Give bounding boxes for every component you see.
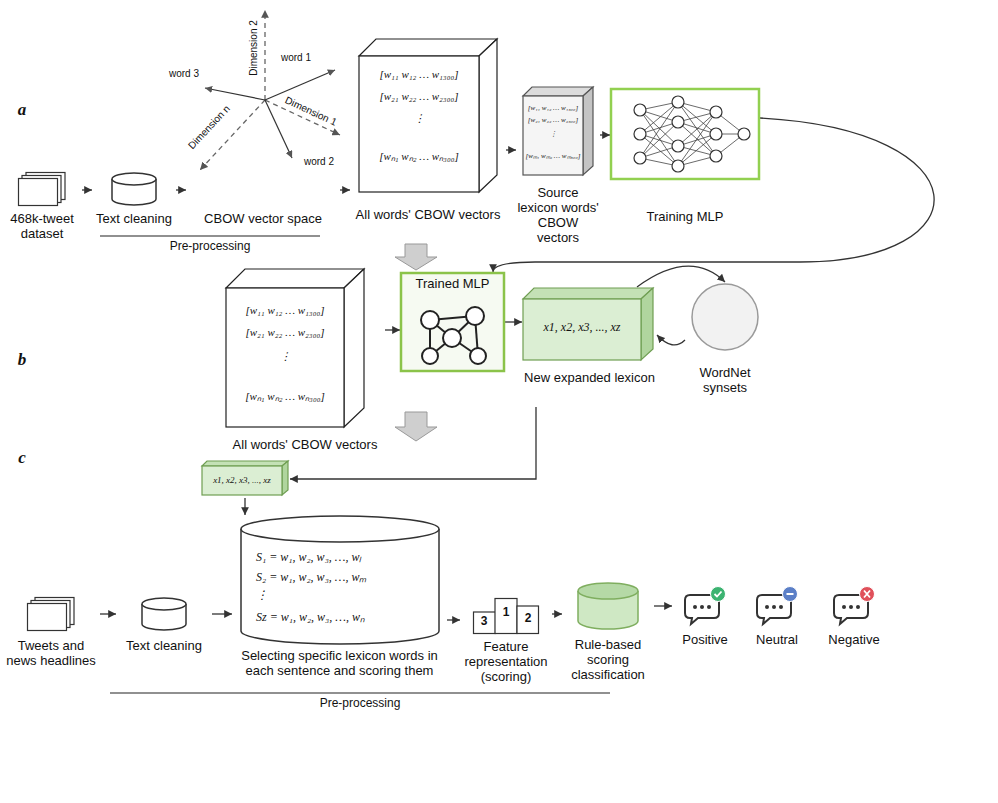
- flow-arrow: [447, 619, 460, 620]
- gcyl-icon: [577, 582, 639, 630]
- cube-node: [w₁₁ w₁₂ … w₁₃₀₀] [w₂₁ w₂₂ … w₂₃₀₀] ⋮ [wₘ₁ …: [516, 86, 600, 256]
- podium-node: 312Feature representation (scoring): [460, 590, 552, 687]
- node-caption: Tweets and news headlines: [2, 639, 100, 669]
- node-caption: Text cleaning: [116, 639, 212, 654]
- node-caption: 1: [495, 606, 517, 620]
- node-caption: Training MLP: [610, 210, 760, 225]
- flow-arrow: [82, 189, 92, 190]
- cyl-node: Text cleaning: [116, 597, 212, 657]
- axis-label: Dimension 1: [283, 94, 338, 127]
- node-caption: Trained MLP: [400, 277, 505, 292]
- gcube-node: x1, x2, x3, ..., xz New expanded lexicon: [522, 287, 657, 407]
- cube-node: [w₁₁ w₁₂ … w₁₃₀₀] [w₂₁ w₂₂ … w₂₃₀₀] ⋮ [wₙ₁ …: [225, 268, 385, 468]
- flow-arrow: [244, 498, 245, 515]
- doc-node: 468k-tweet dataset: [2, 172, 82, 244]
- gcube-node: x1, x2, x3, ..., xz: [200, 460, 290, 498]
- formula-text: x1, x2, x3, ..., xz: [201, 475, 283, 485]
- flow-arrow: [637, 266, 725, 287]
- bub-node: Neutral: [744, 585, 810, 655]
- axis-label: word 3: [169, 68, 199, 79]
- node-caption: Positive: [672, 633, 738, 648]
- formula-text: ⋮: [522, 130, 584, 138]
- flow-arrow: [506, 149, 516, 150]
- panel-letter: c: [18, 449, 26, 468]
- flow-arrow: [657, 335, 685, 345]
- bigcyl-node: S₁ = w₁, w₂, w₃, …, wₗ S₂ = w₁, w₂, w₃, ……: [232, 515, 447, 690]
- node-caption: 2: [517, 612, 539, 626]
- cube-icon: [358, 38, 498, 193]
- node-caption: All words' CBOW vectors: [225, 438, 385, 453]
- stage-label: Pre-processing: [170, 240, 251, 253]
- doc-icon: [27, 597, 75, 631]
- bub-icon: [833, 585, 875, 625]
- node-caption: Feature representation (scoring): [460, 640, 552, 685]
- formula-text: [w₁₁ w₁₂ … w₁₃₀₀]: [225, 304, 345, 317]
- cyl-icon: [141, 597, 187, 631]
- formula-text: S₁ = w₁, w₂, w₃, …, wₗ: [256, 551, 440, 565]
- node-caption: CBOW vector space: [186, 212, 340, 227]
- doc-icon: [18, 172, 66, 206]
- flow-arrow: [600, 134, 610, 135]
- flow-arrow: [340, 189, 350, 190]
- bub-icon: [756, 585, 798, 625]
- cyl-node: Text cleaning: [92, 172, 176, 232]
- gcyl-node: Rule-based scoring classification: [562, 580, 654, 685]
- stage-label: Pre-processing: [320, 697, 401, 710]
- axis-label: Dimension n: [186, 103, 232, 151]
- node-caption: 468k-tweet dataset: [2, 212, 82, 242]
- bub-node: Positive: [672, 585, 738, 655]
- mlpB-node: Trained MLP: [400, 272, 505, 372]
- formula-text: [w₁₁ w₁₂ … w₁₃₀₀]: [522, 104, 584, 112]
- bub-icon: [684, 585, 726, 625]
- formula-text: [w₁₁ w₁₂ … w₁₃₀₀]: [358, 68, 480, 81]
- cyl-icon: [111, 172, 157, 206]
- axis-label: word 2: [304, 156, 334, 167]
- vector-space-axes: [200, 10, 340, 170]
- node-caption: 3: [473, 615, 495, 629]
- formula-text: ⋮: [358, 112, 480, 125]
- mlpA-icon: [610, 88, 760, 180]
- formula-text: [wₘ₁ wₘ₂ … wₘ₃₀₀]: [522, 152, 584, 160]
- flow-arrow: [505, 321, 522, 322]
- flow-arrow: [654, 605, 672, 606]
- node-caption: Text cleaning: [92, 212, 176, 227]
- axis-label: Dimension 2: [248, 20, 259, 76]
- node-caption: New expanded lexicon: [522, 371, 657, 386]
- axis-label: word 1: [281, 52, 311, 63]
- panel-letter: a: [18, 101, 27, 120]
- node-caption: All words' CBOW vectors: [350, 208, 506, 223]
- circ-icon: [690, 282, 760, 352]
- formula-text: [wₙ₁ wₙ₂ … wₙ₃₀₀]: [358, 150, 480, 163]
- node-caption: Rule-based scoring classification: [562, 638, 654, 683]
- node-caption: Source lexicon words' CBOW vectors: [516, 186, 600, 246]
- node-caption: Negative: [816, 633, 892, 648]
- node-caption: Neutral: [744, 633, 810, 648]
- flow-arrow: [552, 613, 562, 614]
- mlpA-node: Training MLP: [610, 88, 760, 238]
- formula-text: x1, x2, x3, ..., xz: [524, 321, 640, 335]
- node-caption: WordNet synsets: [685, 366, 765, 396]
- flow-arrow: [100, 613, 116, 614]
- formula-text: ⋮: [225, 350, 345, 363]
- flow-arrow: [385, 329, 400, 330]
- formula-text: ⋮: [256, 589, 440, 603]
- formula-text: [w₂₁ w₂₂ … w₂₃₀₀]: [358, 90, 480, 103]
- bub-node: Negative: [816, 585, 892, 655]
- panel-letter: b: [18, 351, 27, 370]
- flow-arrow: [176, 189, 186, 190]
- formula-text: [wₙ₁ wₙ₂ … wₙ₃₀₀]: [225, 390, 345, 403]
- node-caption: Selecting specific lexicon words in each…: [232, 649, 447, 679]
- formula-text: [w₂₁ w₂₂ … w₂₃₀₀]: [522, 116, 584, 124]
- cube-icon: [225, 268, 365, 428]
- formula-text: Sz = w₁, w₂, w₃, …, wₙ: [256, 611, 440, 625]
- cube-node: [w₁₁ w₁₂ … w₁₃₀₀] [w₂₁ w₂₂ … w₂₃₀₀] ⋮ [wₙ₁ …: [350, 38, 506, 238]
- flow-arrow: [212, 613, 232, 614]
- formula-text: S₂ = w₁, w₂, w₃, …, wₘ: [256, 571, 440, 585]
- doc-node: Tweets and news headlines: [2, 597, 100, 677]
- formula-text: [w₂₁ w₂₂ … w₂₃₀₀]: [225, 326, 345, 339]
- cube-icon: [522, 86, 594, 176]
- circ-node: WordNet synsets: [685, 282, 765, 402]
